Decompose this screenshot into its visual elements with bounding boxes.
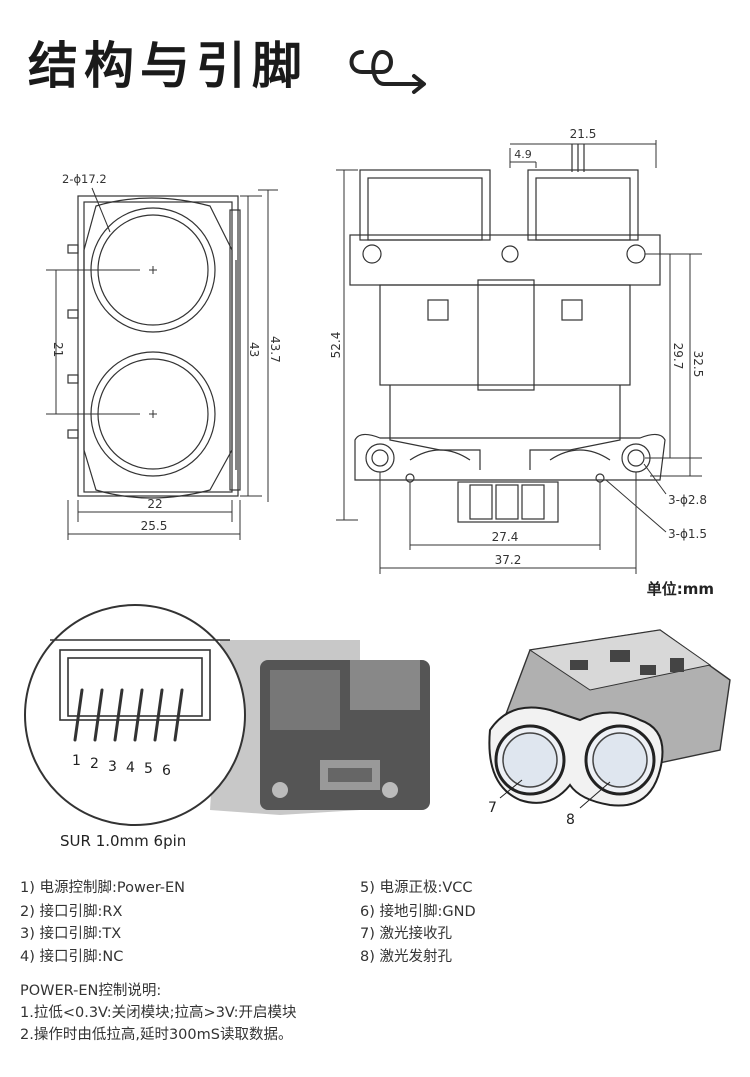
module-3d-view: 7 8 xyxy=(488,629,731,828)
dim-hole-15: 3-ϕ1.5 xyxy=(668,527,707,541)
dim-width-22: 22 xyxy=(147,497,162,511)
notes-heading: POWER-EN控制说明: xyxy=(20,983,162,999)
dim-height-524: 52.4 xyxy=(329,332,343,359)
pin-number-3: 3 xyxy=(108,759,117,775)
dim-width-215: 21.5 xyxy=(570,127,597,141)
module-side-photo xyxy=(260,660,430,810)
curved-arrow-icon xyxy=(349,49,426,94)
pin-item-6: 6) 接地引脚:GND xyxy=(360,904,476,920)
dim-width-372: 37.2 xyxy=(495,553,522,567)
pin-number-2: 2 xyxy=(90,756,99,772)
pin-item-5: 5) 电源正极:VCC xyxy=(360,880,473,896)
dim-height-43: 43 xyxy=(247,342,261,357)
dim-width-49: 4.9 xyxy=(514,148,532,161)
pin-number-4: 4 xyxy=(126,760,135,776)
callout-8: 8 xyxy=(566,812,575,828)
pin-item-3: 3) 接口引脚:TX xyxy=(20,926,122,942)
dim-lens-diameter: 2-ϕ17.2 xyxy=(62,172,107,186)
pin-item-7: 7) 激光接收孔 xyxy=(360,926,452,942)
pin-number-6: 6 xyxy=(162,763,171,779)
side-view-drawing: 2-ϕ17.2 21 43 43.7 22 25.5 xyxy=(46,172,282,540)
pin-item-1: 1) 电源控制脚:Power-EN xyxy=(20,880,186,896)
unit-label: 单位:mm xyxy=(646,580,714,598)
pin-item-4: 4) 接口引脚:NC xyxy=(20,949,124,965)
dim-width-255: 25.5 xyxy=(141,519,168,533)
pin-item-2: 2) 接口引脚:RX xyxy=(20,904,123,920)
notes-line-2: 2.操作时由低拉高,延时300mS读取数据。 xyxy=(20,1027,293,1043)
connector-label: SUR 1.0mm 6pin xyxy=(60,832,187,850)
pin-item-8: 8) 激光发射孔 xyxy=(360,949,452,965)
connector-zoom-illustration: 1 2 3 4 5 6 xyxy=(24,604,430,826)
dim-height-325: 32.5 xyxy=(691,351,705,378)
dim-lens-pitch: 21 xyxy=(51,342,65,357)
pin-number-5: 5 xyxy=(144,761,153,777)
power-en-notes: POWER-EN控制说明: 1.拉低<0.3V:关闭模块;拉高>3V:开启模块 … xyxy=(20,980,297,1046)
dim-height-437: 43.7 xyxy=(268,336,282,363)
pin-number-1: 1 xyxy=(72,753,81,769)
notes-line-1: 1.拉低<0.3V:关闭模块;拉高>3V:开启模块 xyxy=(20,1005,297,1021)
dim-height-297: 29.7 xyxy=(671,343,685,370)
dim-hole-28: 3-ϕ2.8 xyxy=(668,493,707,507)
callout-7: 7 xyxy=(488,800,497,816)
top-view-drawing: 52.4 21.5 4.9 29.7 32.5 3-ϕ2.8 3-ϕ1.5 27… xyxy=(329,127,707,574)
page-title: 结构与引脚 xyxy=(28,37,308,95)
dim-width-274: 27.4 xyxy=(492,530,519,544)
